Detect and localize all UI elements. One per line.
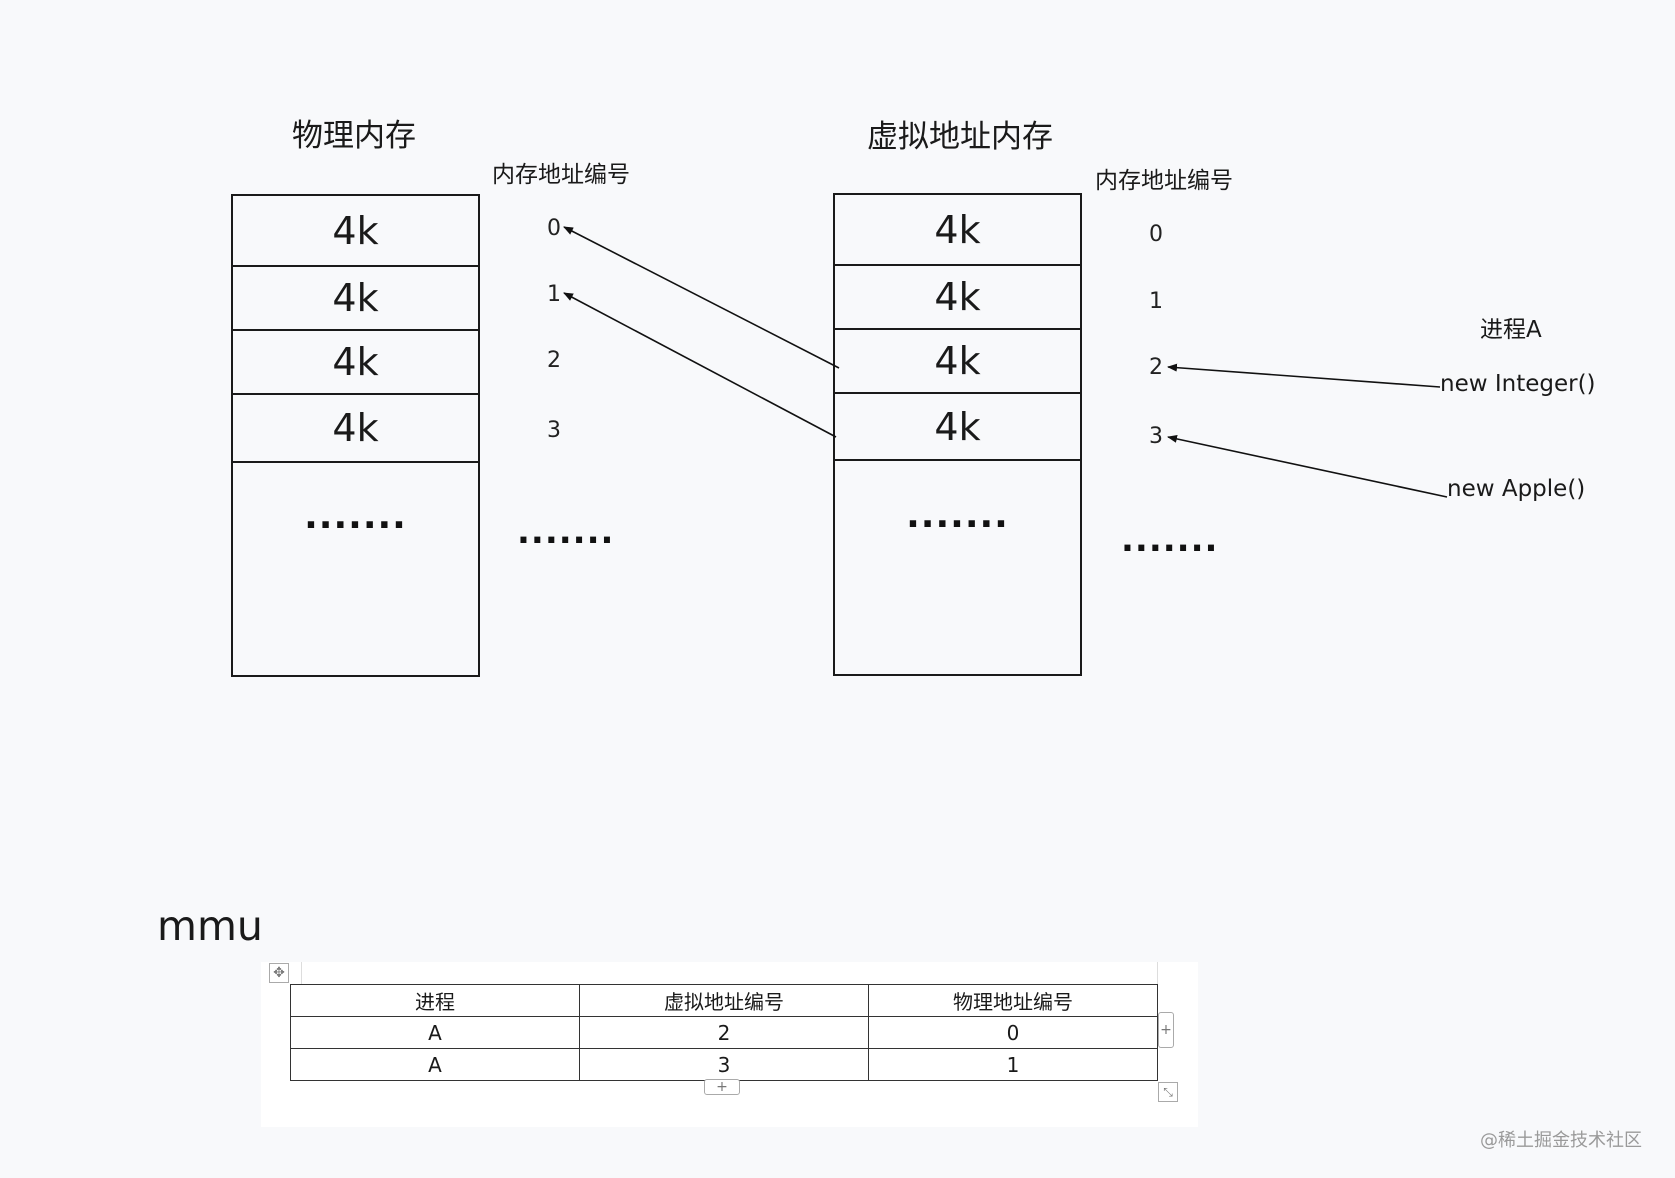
- virtual-index-dots: .......: [1121, 520, 1219, 560]
- header-process: 进程: [290, 984, 580, 1017]
- physical-index-1: 1: [547, 282, 561, 307]
- virtual-cell-1: 4k: [835, 266, 1080, 330]
- table-cell: 2: [579, 1016, 869, 1049]
- process-item-apple: new Apple(): [1447, 476, 1586, 502]
- process-item-integer: new Integer(): [1440, 371, 1596, 397]
- virtual-index-0: 0: [1149, 222, 1163, 247]
- arrow-virtual3-to-physical1: [563, 292, 837, 438]
- arrow-virtual2-to-physical0: [563, 226, 840, 369]
- virtual-memory-column: 4k 4k 4k 4k .......: [833, 193, 1082, 676]
- virtual-memory-title: 虚拟地址内存: [867, 119, 1053, 155]
- resize-icon[interactable]: ⤡: [1158, 1082, 1178, 1102]
- table-row: A 2 0: [290, 1016, 1158, 1049]
- process-label: 进程A: [1480, 317, 1542, 343]
- arrow-apple-to-virtual3: [1167, 434, 1448, 498]
- virtual-cell-0: 4k: [835, 195, 1080, 266]
- table-header-row: 进程 虚拟地址编号 物理地址编号: [290, 984, 1158, 1017]
- physical-cell-0: 4k: [233, 196, 478, 267]
- physical-memory-column: 4k 4k 4k 4k .......: [231, 194, 480, 677]
- virtual-index-1: 1: [1149, 289, 1163, 314]
- arrow-integer-to-virtual2: [1167, 363, 1441, 388]
- physical-cell-3: 4k: [233, 395, 478, 463]
- physical-address-label: 内存地址编号: [492, 162, 630, 188]
- virtual-index-2: 2: [1149, 355, 1163, 380]
- watermark: @稀土掘金技术社区: [1480, 1130, 1642, 1151]
- virtual-cell-3: 4k: [835, 394, 1080, 461]
- table-cell: 0: [868, 1016, 1158, 1049]
- mmu-table-container: ✥ 进程 虚拟地址编号 物理地址编号 A 2 0 A 3 1 + + ⤡: [261, 962, 1198, 1127]
- virtual-cell-2: 4k: [835, 330, 1080, 394]
- header-physical: 物理地址编号: [868, 984, 1158, 1017]
- virtual-address-label: 内存地址编号: [1095, 168, 1233, 194]
- table-cell: 1: [868, 1048, 1158, 1081]
- move-icon[interactable]: ✥: [269, 963, 289, 983]
- add-row-icon[interactable]: +: [704, 1079, 740, 1095]
- physical-index-0: 0: [547, 216, 561, 241]
- mmu-table: 进程 虚拟地址编号 物理地址编号 A 2 0 A 3 1: [290, 984, 1158, 1081]
- header-virtual: 虚拟地址编号: [579, 984, 869, 1017]
- table-top-rule: [301, 962, 1158, 985]
- add-column-icon[interactable]: +: [1158, 1012, 1174, 1048]
- physical-cell-dots: .......: [304, 496, 407, 537]
- physical-index-dots: .......: [517, 512, 615, 552]
- table-cell: A: [290, 1016, 580, 1049]
- physical-cell-2: 4k: [233, 331, 478, 395]
- table-row: A 3 1: [290, 1048, 1158, 1081]
- physical-index-3: 3: [547, 418, 561, 443]
- physical-cell-1: 4k: [233, 267, 478, 331]
- physical-index-2: 2: [547, 348, 561, 373]
- mmu-title: mmu: [157, 902, 263, 950]
- virtual-index-3: 3: [1149, 424, 1163, 449]
- virtual-cell-dots: .......: [906, 495, 1009, 536]
- physical-memory-title: 物理内存: [292, 118, 416, 154]
- table-cell: A: [290, 1048, 580, 1081]
- table-cell: 3: [579, 1048, 869, 1081]
